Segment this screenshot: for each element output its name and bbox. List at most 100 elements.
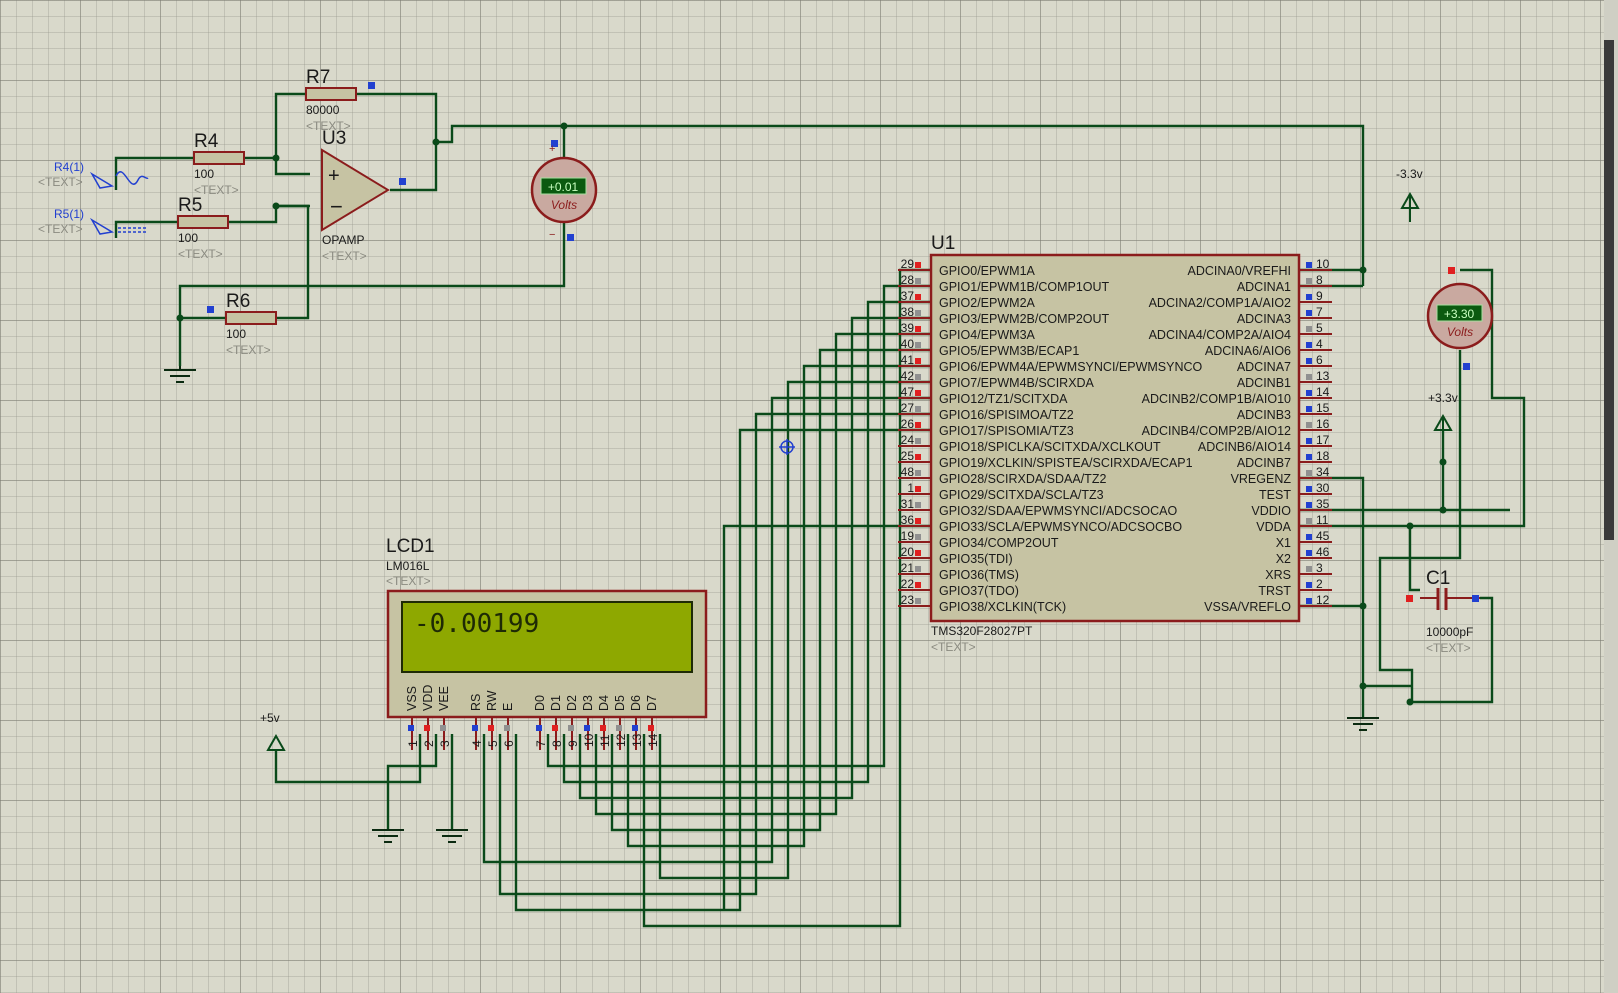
u1-pin-name: VDDA	[1256, 520, 1291, 534]
u1-pin-name: GPIO12/TZ1/SCITXDA	[939, 392, 1068, 406]
u1-pin-name: ADCINA1	[1237, 280, 1291, 294]
u1-pin-name: GPIO19/XCLKIN/SPISTEA/SCIRXDA/ECAP1	[939, 456, 1193, 470]
u1-pin-name: GPIO17/SPISOMIA/TZ3	[939, 424, 1074, 438]
pin-marker-icon	[1472, 595, 1479, 602]
r5-text: <TEXT>	[178, 247, 223, 261]
pin-marker-icon	[915, 582, 921, 588]
u1-pin-number: 31	[901, 497, 915, 511]
pin-marker-icon	[915, 294, 921, 300]
r7-text: <TEXT>	[306, 119, 351, 133]
pin-marker-icon	[424, 725, 430, 731]
r4-text: <TEXT>	[194, 183, 239, 197]
u1-pin-number: 27	[901, 401, 915, 415]
pin-marker-icon	[567, 234, 574, 241]
pin-marker-icon	[915, 374, 921, 380]
lcd-pin-name: D5	[613, 695, 627, 711]
lcd-pin-name: D6	[629, 695, 643, 711]
u1-pin-number: 24	[901, 433, 915, 447]
u1-pin-name: ADCINB2/COMP1B/AIO10	[1142, 392, 1291, 406]
lcd-pin-name: D3	[581, 695, 595, 711]
pin-marker-icon	[915, 278, 921, 284]
u1-pin-name: GPIO38/XCLKIN(TCK)	[939, 600, 1066, 614]
capacitor-c1[interactable]: C1 10000pF <TEXT>	[1406, 568, 1480, 655]
lcd-pin-name: RS	[469, 694, 483, 711]
u1-pin-name: GPIO36(TMS)	[939, 568, 1019, 582]
u1-pin-name: GPIO1/EPWM1B/COMP1OUT	[939, 280, 1110, 294]
sine-wave-icon	[115, 171, 149, 185]
pin-marker-icon	[1306, 342, 1312, 348]
resistor-r6[interactable]: R6 100 <TEXT>	[207, 291, 277, 357]
lcd-display-text: -0.00199	[414, 609, 539, 639]
u1-pin-number: 36	[901, 513, 915, 527]
resistor-r4[interactable]: R4 100 <TEXT>	[193, 131, 245, 197]
pin-marker-icon	[1306, 406, 1312, 412]
u1-pin-name: GPIO6/EPWM4A/EPWMSYNCI/EPWMSYNCO	[939, 360, 1203, 374]
u1-pin-name: ADCINB6/AIO14	[1198, 440, 1291, 454]
u1-pin-name: GPIO34/COMP2OUT	[939, 536, 1059, 550]
u1-pin-name: GPIO29/SCITXDA/SCLA/TZ3	[939, 488, 1104, 502]
r7-value: 80000	[306, 103, 340, 117]
pin-marker-icon	[1306, 454, 1312, 460]
resistor-r7[interactable]: R7 80000 <TEXT>	[305, 67, 375, 133]
pin-marker-icon	[915, 390, 921, 396]
lcd-ref: LCD1	[386, 536, 435, 557]
pin-marker-icon	[1306, 470, 1312, 476]
lcd-pin-name: VEE	[437, 686, 451, 711]
generator-icon	[89, 217, 115, 235]
pin-marker-icon	[1306, 294, 1312, 300]
scrollbar-thumb[interactable]	[1604, 40, 1614, 540]
opamp-u3[interactable]: + − U3 OPAMP <TEXT>	[321, 128, 406, 263]
pin-marker-icon	[552, 725, 558, 731]
lcd-lcd1[interactable]: -0.00199 LCD1 LM016L <TEXT> VSS1VDD2VEE3…	[386, 536, 708, 750]
voltmeter-1[interactable]: +0.01 Volts + −	[530, 140, 598, 241]
r6-text: <TEXT>	[226, 343, 271, 357]
pin-marker-icon	[915, 454, 921, 460]
ground-icons	[164, 366, 1379, 843]
u1-pin-name: ADCINB4/COMP2B/AIO12	[1142, 424, 1291, 438]
u1-pin-name: ADCINA6/AIO6	[1205, 344, 1291, 358]
lcd-pin-number: 8	[550, 740, 564, 747]
u1-pin-name: GPIO5/EPWM3B/ECAP1	[939, 344, 1079, 358]
voltmeter-2-unit: Volts	[1447, 325, 1473, 339]
generator-r5-1[interactable]: R5(1) <TEXT>	[38, 207, 146, 236]
lcd-pin-number: 2	[422, 740, 436, 747]
voltmeter-1-reading: +0.01	[548, 180, 579, 194]
power-arrow-icon	[266, 733, 286, 751]
u1-text: <TEXT>	[931, 640, 976, 654]
power-pos33[interactable]: +3.3v	[1428, 391, 1458, 462]
resistor-r5[interactable]: R5 100 <TEXT>	[177, 195, 229, 261]
pin-marker-icon	[1306, 502, 1312, 508]
voltmeter-2[interactable]: +3.30 Volts	[1426, 267, 1494, 370]
u1-pin-number: 18	[1316, 449, 1330, 463]
crosshair-cursor-icon	[779, 439, 795, 455]
u1-pin-number: 16	[1316, 417, 1330, 431]
lcd-pin-name: RW	[485, 690, 499, 711]
power-pos5-label: +5v	[260, 711, 280, 725]
power-neg33-label: -3.3v	[1396, 167, 1423, 181]
u1-pin-name: GPIO3/EPWM2B/COMP2OUT	[939, 312, 1110, 326]
u1-pin-number: 37	[901, 289, 915, 303]
lcd-pin-number: 10	[582, 733, 596, 747]
pin-marker-icon	[1306, 438, 1312, 444]
lcd-pin-name: D7	[645, 695, 659, 711]
power-neg33[interactable]: -3.3v	[1396, 167, 1423, 222]
pin-marker-icon	[1448, 267, 1455, 274]
pin-marker-icon	[915, 470, 921, 476]
u3-text: <TEXT>	[322, 249, 367, 263]
pin-marker-icon	[1306, 534, 1312, 540]
pin-marker-icon	[600, 725, 606, 731]
u1-pin-name: GPIO32/SDAA/EPWMSYNCI/ADCSOCAO	[939, 504, 1178, 518]
pin-marker-icon	[915, 550, 921, 556]
u1-pin-number: 29	[901, 257, 915, 271]
lcd-pin-name: E	[501, 703, 515, 711]
u1-ref: U1	[931, 233, 955, 254]
power-pos5[interactable]: +5v	[260, 711, 286, 751]
lcd-pin-name: VDD	[421, 685, 435, 711]
pin-marker-icon	[584, 725, 590, 731]
generator-r4-1[interactable]: R4(1) <TEXT>	[38, 160, 149, 189]
lcd-screen	[401, 601, 693, 673]
minus-icon: −	[549, 229, 555, 241]
